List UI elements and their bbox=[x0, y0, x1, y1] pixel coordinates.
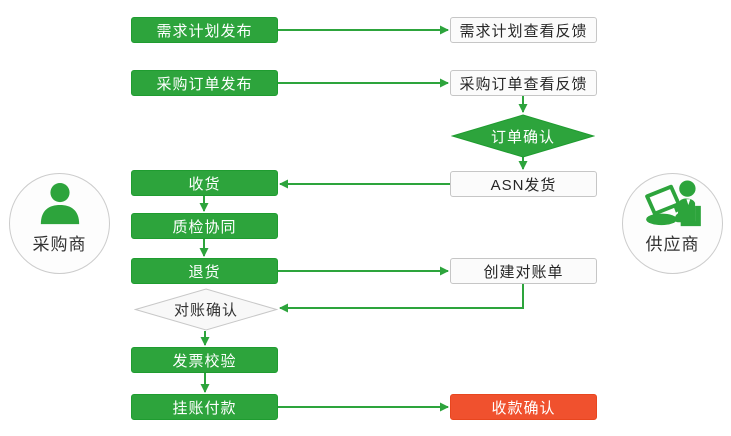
person-silhouette-icon bbox=[40, 182, 79, 225]
node-demand-plan-publish: 需求计划发布 bbox=[131, 17, 278, 43]
node-quality-inspection: 质检协同 bbox=[131, 213, 278, 239]
node-order-confirm: 订单确认 bbox=[451, 114, 595, 158]
buyer-label: 采购商 bbox=[32, 235, 87, 254]
node-return-goods: 退货 bbox=[131, 258, 278, 284]
node-payment-receipt-confirm: 收款确认 bbox=[450, 394, 597, 420]
node-create-statement: 创建对账单 bbox=[450, 258, 597, 284]
diamond-shape bbox=[134, 288, 278, 331]
node-purchase-order-feedback: 采购订单查看反馈 bbox=[450, 70, 597, 96]
node-invoice-verification: 发票校验 bbox=[131, 347, 278, 373]
node-receive-goods: 收货 bbox=[131, 170, 278, 196]
node-reconciliation-confirm: 对账确认 bbox=[134, 288, 278, 331]
node-payment-on-account: 挂账付款 bbox=[131, 394, 278, 420]
buyer-actor: 采购商 bbox=[9, 173, 110, 274]
node-label: 对账确认 bbox=[173, 302, 238, 319]
person-at-laptop-icon bbox=[644, 180, 701, 227]
diamond-shape bbox=[451, 114, 595, 158]
node-asn-shipment: ASN发货 bbox=[450, 171, 597, 197]
node-purchase-order-publish: 采购订单发布 bbox=[131, 70, 278, 96]
supplier-label: 供应商 bbox=[645, 235, 700, 254]
supplier-actor: 供应商 bbox=[622, 173, 723, 274]
node-label: 订单确认 bbox=[490, 128, 555, 146]
node-demand-plan-feedback: 需求计划查看反馈 bbox=[450, 17, 597, 43]
